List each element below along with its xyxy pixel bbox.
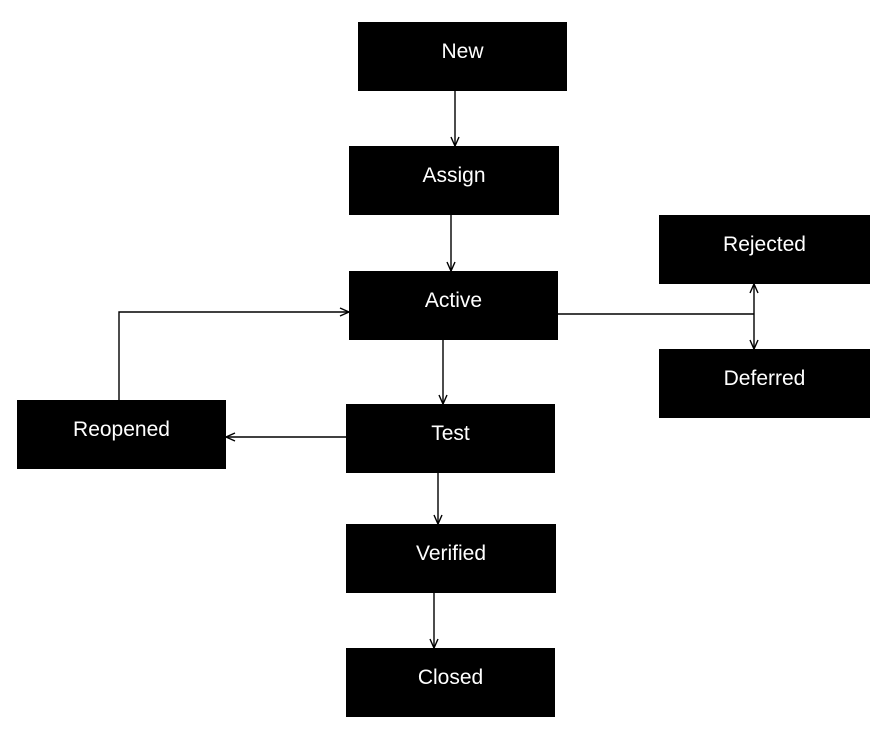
node-deferred-label: Deferred	[723, 366, 806, 390]
node-new-label: New	[441, 39, 484, 63]
node-active: Active	[349, 271, 558, 340]
node-test-label: Test	[431, 421, 470, 445]
node-reopened: Reopened	[17, 400, 226, 469]
node-assign-label: Assign	[422, 163, 486, 187]
node-rejected-label: Rejected	[723, 232, 806, 256]
node-reopened-label: Reopened	[73, 417, 170, 441]
node-test: Test	[346, 404, 555, 473]
node-verified-label: Verified	[415, 541, 487, 565]
node-rejected: Rejected	[659, 215, 870, 284]
node-deferred: Deferred	[659, 349, 870, 418]
edge-reopened-active	[118, 307, 351, 400]
node-closed: Closed	[346, 648, 555, 717]
node-closed-label: Closed	[417, 665, 484, 689]
node-assign: Assign	[349, 146, 559, 215]
node-active-label: Active	[424, 288, 483, 312]
node-verified: Verified	[346, 524, 556, 593]
node-new: New	[358, 22, 567, 91]
